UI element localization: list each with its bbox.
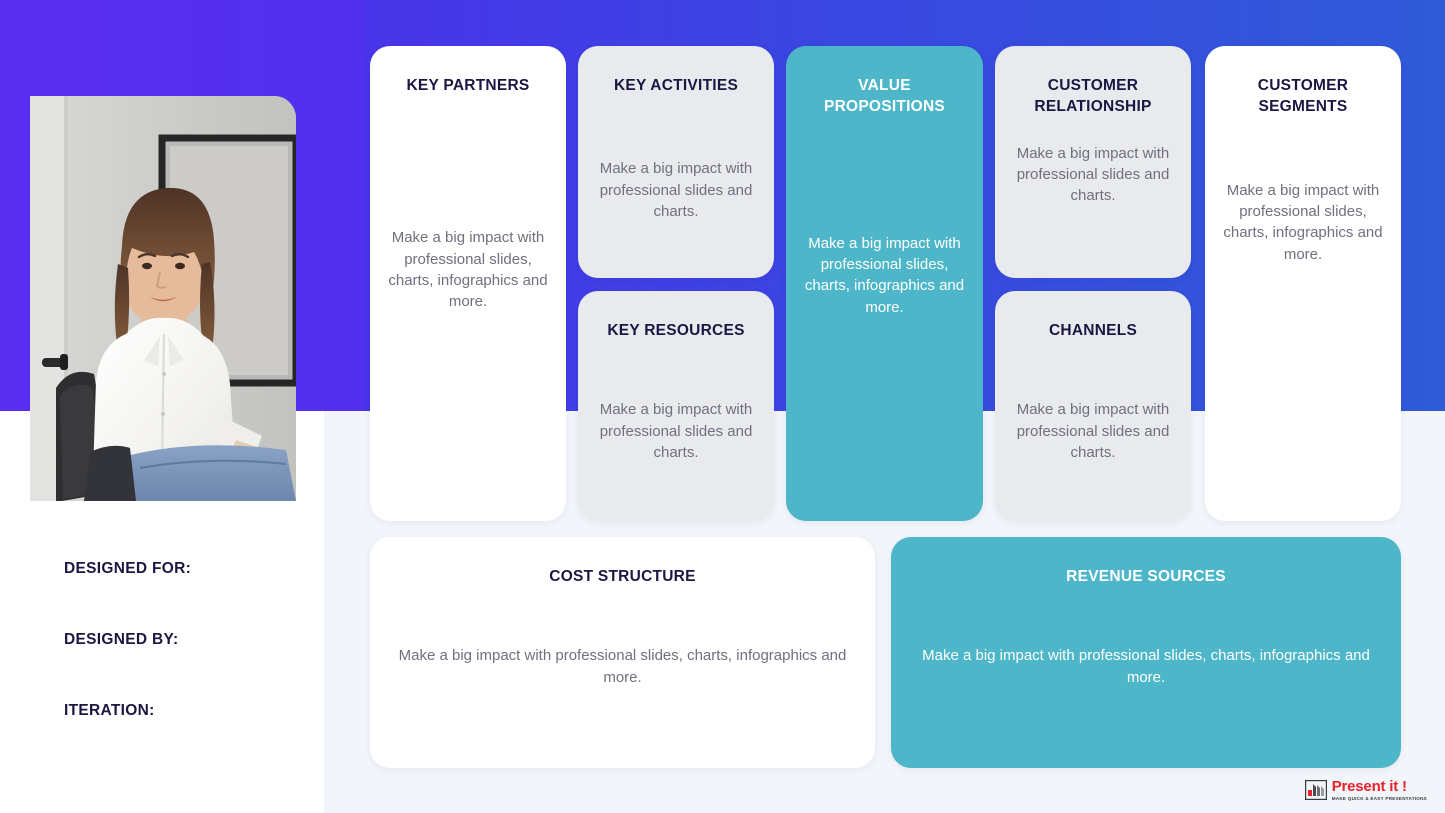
portrait-photo-image [30, 96, 296, 501]
portrait-photo [30, 96, 296, 501]
present-it-logo[interactable]: Present it ! MAKE QUICK & EASY PRESENTAT… [1304, 779, 1427, 801]
card-title-customer-segments: CUSTOMER SEGMENTS [1257, 77, 1349, 116]
card-body-revenue-sources: Make a big impact with professional slid… [922, 647, 1370, 686]
card-customer-relationship[interactable]: CUSTOMER RELATIONSHIP Make a big impact … [995, 46, 1191, 278]
card-title-cost-structure: COST STRUCTURE [549, 568, 696, 585]
card-body-customer-segments: Make a big impact with professional slid… [1223, 181, 1383, 263]
logo-text-block: Present it ! MAKE QUICK & EASY PRESENTAT… [1332, 779, 1427, 801]
card-revenue-sources[interactable]: REVENUE SOURCES Make a big impact with p… [891, 537, 1401, 768]
meta-label-designed-by: DESIGNED BY: [64, 631, 179, 648]
card-title-key-partners: KEY PARTNERS [406, 77, 530, 94]
card-key-resources[interactable]: KEY RESOURCES Make a big impact with pro… [578, 291, 774, 521]
card-title-channels: CHANNELS [1048, 322, 1138, 339]
card-body-customer-relationship: Make a big impact with professional slid… [1016, 144, 1170, 205]
card-key-activities[interactable]: KEY ACTIVITIES Make a big impact with pr… [578, 46, 774, 278]
card-channels[interactable]: CHANNELS Make a big impact with professi… [995, 291, 1191, 521]
card-key-partners[interactable]: KEY PARTNERS Make a big impact with prof… [370, 46, 566, 521]
card-body-key-activities: Make a big impact with professional slid… [599, 160, 753, 220]
card-value-propositions[interactable]: VALUE PROPOSITIONS Make a big impact wit… [786, 46, 983, 521]
card-body-value-propositions: Make a big impact with professional slid… [804, 234, 965, 316]
logo-wordmark: Present it ! [1331, 778, 1407, 795]
card-title-customer-relationship: CUSTOMER RELATIONSHIP [1034, 77, 1152, 116]
card-body-key-partners: Make a big impact with professional slid… [388, 229, 548, 311]
meta-label-iteration: ITERATION: [64, 702, 155, 719]
logo-bars-icon [1304, 780, 1327, 800]
canvas-meta-list: DESIGNED FOR: DESIGNED BY: ITERATION: [64, 560, 191, 720]
card-title-key-activities: KEY ACTIVITIES [613, 77, 739, 94]
logo-tagline: MAKE QUICK & EASY PRESENTATIONS [1331, 796, 1427, 801]
card-customer-segments[interactable]: CUSTOMER SEGMENTS Make a big impact with… [1205, 46, 1401, 521]
card-body-cost-structure: Make a big impact with professional slid… [398, 647, 847, 686]
meta-label-designed-for: DESIGNED FOR: [64, 560, 192, 577]
card-title-value-propositions: VALUE PROPOSITIONS [824, 77, 945, 116]
card-body-key-resources: Make a big impact with professional slid… [599, 401, 753, 461]
card-title-revenue-sources: REVENUE SOURCES [1066, 568, 1226, 585]
card-body-channels: Make a big impact with professional slid… [1016, 401, 1170, 461]
card-title-key-resources: KEY RESOURCES [607, 322, 745, 339]
card-cost-structure[interactable]: COST STRUCTURE Make a big impact with pr… [370, 537, 875, 768]
